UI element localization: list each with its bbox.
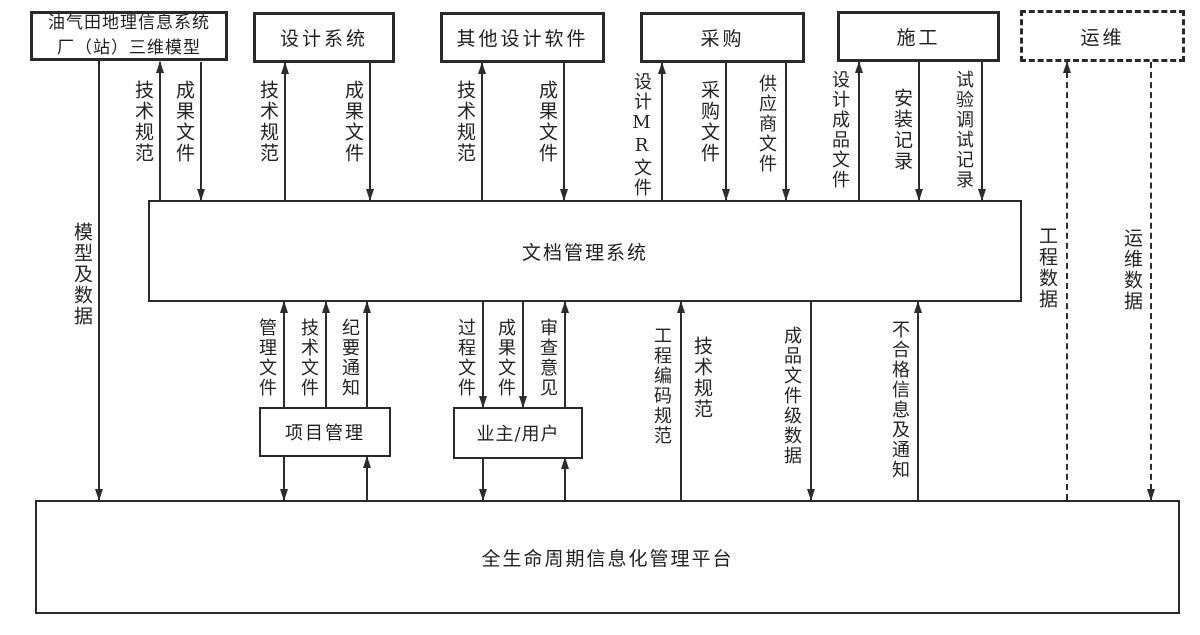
edge-label-tech-spec-design: 技术规范: [257, 80, 279, 164]
edge-label-model-data: 模型及数据: [71, 222, 93, 327]
connector-operation-data: [1147, 62, 1155, 501]
edge-label-result-file-gis: 成果文件: [173, 80, 195, 164]
edge-label-engineering-data: 工程数据: [1036, 226, 1058, 310]
edge-label-install-record: 安装记录: [891, 88, 913, 172]
connector-engineering-data: [1063, 61, 1071, 500]
connector-eng-code-spec: [677, 301, 685, 500]
connector-pm-to-platform: [280, 457, 288, 501]
connector-tech-spec-other: [478, 62, 486, 200]
edge-label-design-mr-file: 设计MR文件: [631, 72, 652, 198]
edge-label-supplier-file: 供应商文件: [756, 74, 777, 174]
edge-label-result-file-other: 成果文件: [536, 80, 558, 164]
connector-design-mr-file: [658, 62, 666, 200]
edge-label-review-opinion: 审查意见: [537, 318, 558, 398]
box-procurement: 采购: [640, 12, 805, 63]
connector-owner-to-platform: [479, 458, 487, 501]
connector-mgmt-file: [280, 301, 288, 407]
connector-supplier-file: [782, 63, 790, 201]
box-construction: 施工: [837, 11, 1000, 62]
connector-procurement-file: [722, 63, 730, 201]
edge-label-tech-spec-platform: 技术规范: [691, 336, 713, 420]
edge-label-product-file-data: 成品文件级数据: [781, 326, 802, 466]
edge-label-eng-code-spec: 工程编码规范: [651, 326, 672, 446]
connector-tech-spec-design: [281, 62, 289, 200]
box-design-system: 设计系统: [253, 12, 395, 63]
connector-design-product-file: [855, 61, 863, 200]
box-owner-user: 业主/用户: [453, 407, 583, 459]
box-other-design-software: 其他设计软件: [440, 12, 605, 63]
edge-label-tech-file: 技术文件: [298, 318, 319, 398]
connector-nonconforming-info: [914, 301, 922, 500]
connector-test-debug-record: [978, 62, 986, 201]
connector-tech-file: [322, 301, 330, 407]
edge-label-design-product-file: 设计成品文件: [829, 70, 850, 190]
connector-minutes-notice: [363, 301, 371, 407]
connector-model-data: [95, 60, 103, 501]
edge-label-nonconforming-info: 不合格信息及通知: [889, 320, 910, 480]
edge-label-test-debug-record: 试验调试记录: [953, 70, 974, 190]
connector-result-file-other: [560, 63, 568, 201]
box-lifecycle-platform: 全生命周期信息化管理平台: [35, 500, 1180, 614]
edge-label-process-file: 过程文件: [455, 318, 476, 398]
box-project-management: 项目管理: [259, 407, 391, 457]
edge-label-result-file-owner: 成果文件: [495, 318, 516, 398]
edge-label-operation-data: 运维数据: [1121, 228, 1143, 312]
connector-tech-spec-gis: [156, 61, 164, 200]
connector-result-file-design: [366, 63, 374, 201]
connector-product-file-data: [807, 302, 815, 501]
edge-label-result-file-design: 成果文件: [342, 80, 364, 164]
connector-review-opinion: [561, 301, 569, 407]
connector-result-file-gis: [197, 62, 205, 201]
connector-platform-to-pm: [363, 456, 371, 500]
box-document-management-system: 文档管理系统: [148, 200, 1022, 302]
edge-label-mgmt-file: 管理文件: [256, 318, 277, 398]
connector-platform-to-owner: [561, 457, 569, 500]
edge-label-procurement-file: 采购文件: [698, 80, 720, 164]
connector-install-record: [915, 62, 923, 201]
connector-process-file: [479, 302, 487, 408]
box-gis-model: 油气田地理信息系统厂（站）三维模型: [30, 11, 228, 61]
connector-result-file-owner: [519, 302, 527, 408]
edge-label-minutes-notice: 纪要通知: [339, 318, 360, 398]
edge-label-tech-spec-gis: 技术规范: [132, 80, 154, 164]
box-operation: 运维: [1020, 10, 1185, 62]
edge-label-tech-spec-other: 技术规范: [454, 80, 476, 164]
